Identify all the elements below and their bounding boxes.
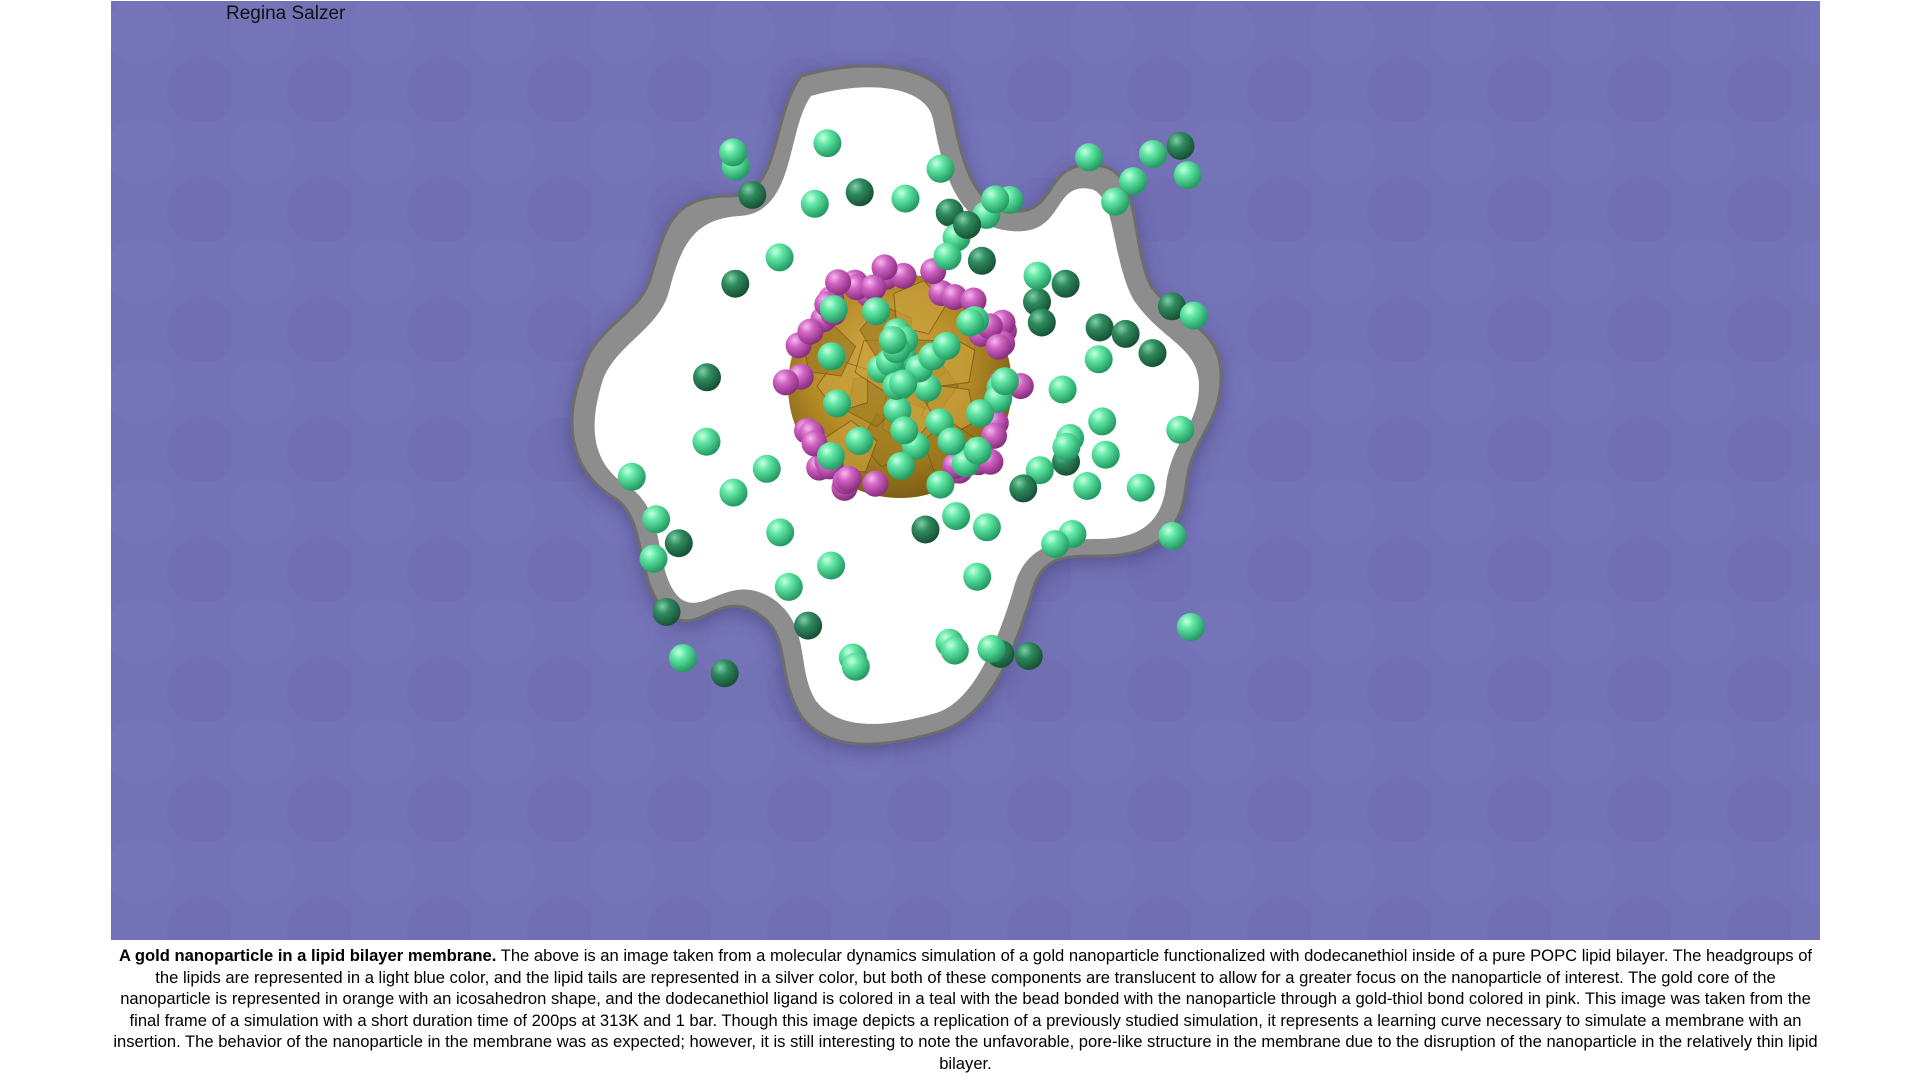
ligand-bead	[1025, 456, 1054, 485]
ligand-bead-dark	[738, 180, 767, 209]
thiol-bond-bead	[772, 369, 799, 396]
ligand-bead	[817, 551, 846, 580]
ligand-bead	[1138, 140, 1167, 169]
ligand-bead-dark	[794, 611, 823, 640]
ligand-bead	[639, 544, 668, 573]
ligand-bead	[891, 184, 920, 213]
thiol-bond-bead	[960, 287, 987, 314]
ligand-bead	[1023, 261, 1052, 290]
ligand-bead	[956, 308, 985, 337]
ligand-bead	[963, 436, 992, 465]
figure-caption: A gold nanoparticle in a lipid bilayer m…	[111, 945, 1820, 1074]
ligand-bead	[890, 416, 919, 445]
ligand-bead	[926, 154, 955, 183]
ligand-bead	[1048, 375, 1077, 404]
thiol-bond-bead	[941, 284, 968, 310]
ligand-bead	[963, 562, 992, 591]
ligand-bead-dark	[845, 178, 874, 207]
ligand-bead	[886, 452, 915, 480]
ligand-bead	[990, 367, 1019, 396]
nanoparticle-scene	[111, 1, 1820, 940]
ligand-bead-dark	[911, 515, 940, 544]
caption-body: The above is an image taken from a molec…	[113, 946, 1818, 1073]
ligand-bead	[1158, 522, 1187, 550]
ligand-bead	[1176, 613, 1205, 641]
ligand-bead	[862, 297, 891, 326]
ligand-bead-dark	[1027, 308, 1056, 337]
ligand-bead-dark	[967, 246, 996, 275]
thiol-bond-bead	[835, 465, 862, 492]
ligand-bead	[1091, 440, 1120, 469]
ligand-bead	[617, 462, 646, 491]
ligand-bead	[942, 502, 971, 531]
caption-title: A gold nanoparticle in a lipid bilayer m…	[118, 946, 497, 965]
ligand-bead	[774, 572, 803, 601]
ligand-bead	[719, 138, 748, 167]
ligand-bead-dark	[1009, 474, 1038, 503]
ligand-bead	[845, 426, 874, 455]
ligand-bead-dark	[953, 210, 982, 239]
ligand-bead	[1166, 415, 1195, 444]
ligand-bead	[933, 242, 962, 271]
simulation-image: Regina Salzer	[111, 1, 1820, 940]
ligand-bead	[972, 513, 1001, 542]
ligand-bead	[719, 478, 748, 507]
ligand-bead	[766, 518, 795, 547]
ligand-bead	[692, 427, 721, 456]
ligand-bead	[926, 470, 955, 499]
ligand-bead	[668, 644, 697, 673]
ligand-bead	[817, 342, 846, 371]
ligand-bead	[1126, 473, 1155, 502]
ligand-bead	[889, 369, 918, 398]
ligand-bead-dark	[652, 597, 681, 626]
ligand-bead	[932, 331, 961, 360]
ligand-bead	[1088, 407, 1117, 436]
ligand-bead	[816, 442, 845, 470]
ligand-bead	[819, 295, 848, 324]
ligand-bead-dark	[693, 363, 721, 392]
ligand-bead-dark	[1085, 313, 1114, 342]
ligand-bead	[937, 427, 966, 456]
ligand-bead	[1052, 432, 1081, 461]
ligand-bead	[1041, 530, 1070, 559]
ligand-bead	[823, 389, 852, 418]
thiol-bond-bead	[860, 274, 887, 301]
ligand-bead	[813, 129, 842, 158]
thiol-bond-bead	[862, 470, 889, 497]
thiol-bond-bead	[825, 269, 852, 296]
ligand-bead	[1075, 143, 1103, 172]
ligand-bead	[752, 454, 781, 483]
ligand-bead-dark	[1138, 339, 1167, 368]
ligand-bead	[1073, 472, 1102, 500]
ligand-bead	[1179, 301, 1208, 330]
ligand-bead-dark	[1111, 319, 1140, 348]
ligand-bead	[1101, 187, 1130, 216]
ligand-bead-dark	[1014, 642, 1043, 670]
ligand-bead-dark	[1166, 131, 1195, 160]
ligand-bead	[981, 185, 1010, 214]
ligand-bead-dark	[664, 529, 693, 558]
ligand-bead	[1173, 161, 1202, 190]
author-name: Regina Salzer	[226, 3, 346, 24]
ligand-beads	[617, 129, 1208, 688]
thiol-bond-bead	[871, 254, 898, 281]
ligand-bead	[1084, 345, 1113, 374]
ligand-bead	[642, 505, 671, 534]
ligand-bead	[878, 326, 907, 355]
ligand-bead-dark	[721, 269, 750, 298]
ligand-bead-dark	[710, 659, 739, 688]
ligand-bead-dark	[1051, 269, 1080, 298]
ligand-bead	[966, 399, 995, 428]
ligand-bead	[841, 652, 870, 681]
thiol-bond-bead	[985, 333, 1012, 360]
ligand-bead	[940, 636, 969, 665]
ligand-bead	[977, 634, 1006, 663]
ligand-bead-dark	[1157, 292, 1186, 321]
ligand-bead	[765, 243, 794, 272]
ligand-bead	[800, 189, 829, 218]
ligand-bead	[1119, 167, 1148, 196]
thiol-bond-bead	[797, 318, 824, 345]
